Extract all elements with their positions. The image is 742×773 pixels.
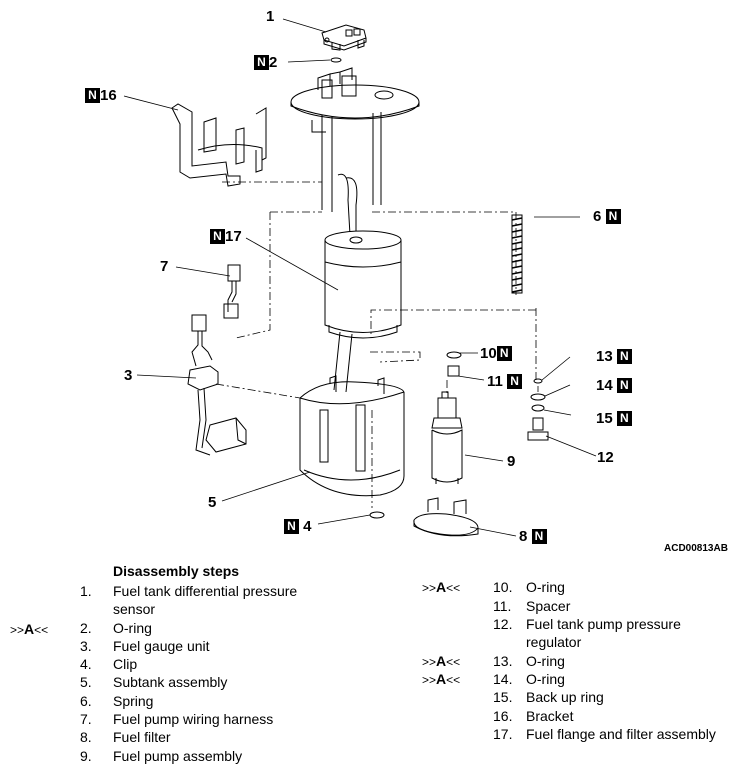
callout-9: 9 [507, 453, 516, 470]
n-mark-icon: N [605, 209, 621, 224]
part-wiring-harness [223, 264, 241, 319]
part-o-ring-14 [530, 393, 546, 401]
part-fuel-filter [413, 497, 479, 537]
callout-5: 5 [208, 494, 217, 511]
diagram-code: ACD00813AB [664, 543, 728, 554]
callout-12: 12 [597, 449, 614, 466]
n-mark-icon: N [284, 519, 299, 534]
n-mark-icon: N [531, 529, 547, 544]
callout-15: 15 N [596, 410, 632, 428]
n-mark-icon: N [85, 88, 100, 103]
callout-7: 7 [160, 258, 169, 275]
callout-8: 8 N [519, 528, 547, 546]
steps-heading: Disassembly steps [113, 563, 240, 579]
service-ref-2: >>A<< [10, 621, 49, 637]
n-mark-icon: N [254, 55, 269, 70]
callout-3: 3 [124, 367, 133, 384]
part-o-ring-2 [330, 57, 342, 63]
part-fuel-pump [431, 391, 463, 484]
part-fuel-gauge-unit [187, 314, 247, 456]
n-mark-icon: N [616, 411, 632, 426]
part-clip [369, 511, 385, 519]
callout-4: N 4 [284, 518, 312, 536]
exploded-diagram [123, 18, 597, 537]
part-subtank [299, 375, 405, 497]
part-fuel-flange [290, 67, 420, 393]
part-pressure-sensor [321, 24, 367, 51]
n-mark-icon: N [616, 349, 632, 364]
part-o-ring-10 [446, 351, 462, 359]
n-mark-icon: N [616, 378, 632, 393]
callout-6: 6 N [593, 208, 621, 226]
n-mark-icon: N [496, 346, 512, 361]
part-back-up-ring [531, 404, 545, 412]
part-spring [511, 214, 523, 294]
service-ref-10: >>A<< [422, 579, 461, 595]
part-pressure-regulator [527, 417, 549, 441]
part-bracket [171, 103, 267, 187]
callout-13: 13 N [596, 348, 632, 366]
part-o-ring-13 [533, 378, 543, 384]
n-mark-icon: N [210, 229, 225, 244]
n-mark-icon: N [507, 374, 523, 389]
part-spacer [447, 365, 460, 377]
callout-11: 11 N [487, 373, 523, 391]
service-ref-13: >>A<< [422, 653, 461, 669]
callout-14: 14 N [596, 377, 632, 395]
callout-1: 1 [266, 8, 275, 25]
service-ref-14: >>A<< [422, 671, 461, 687]
